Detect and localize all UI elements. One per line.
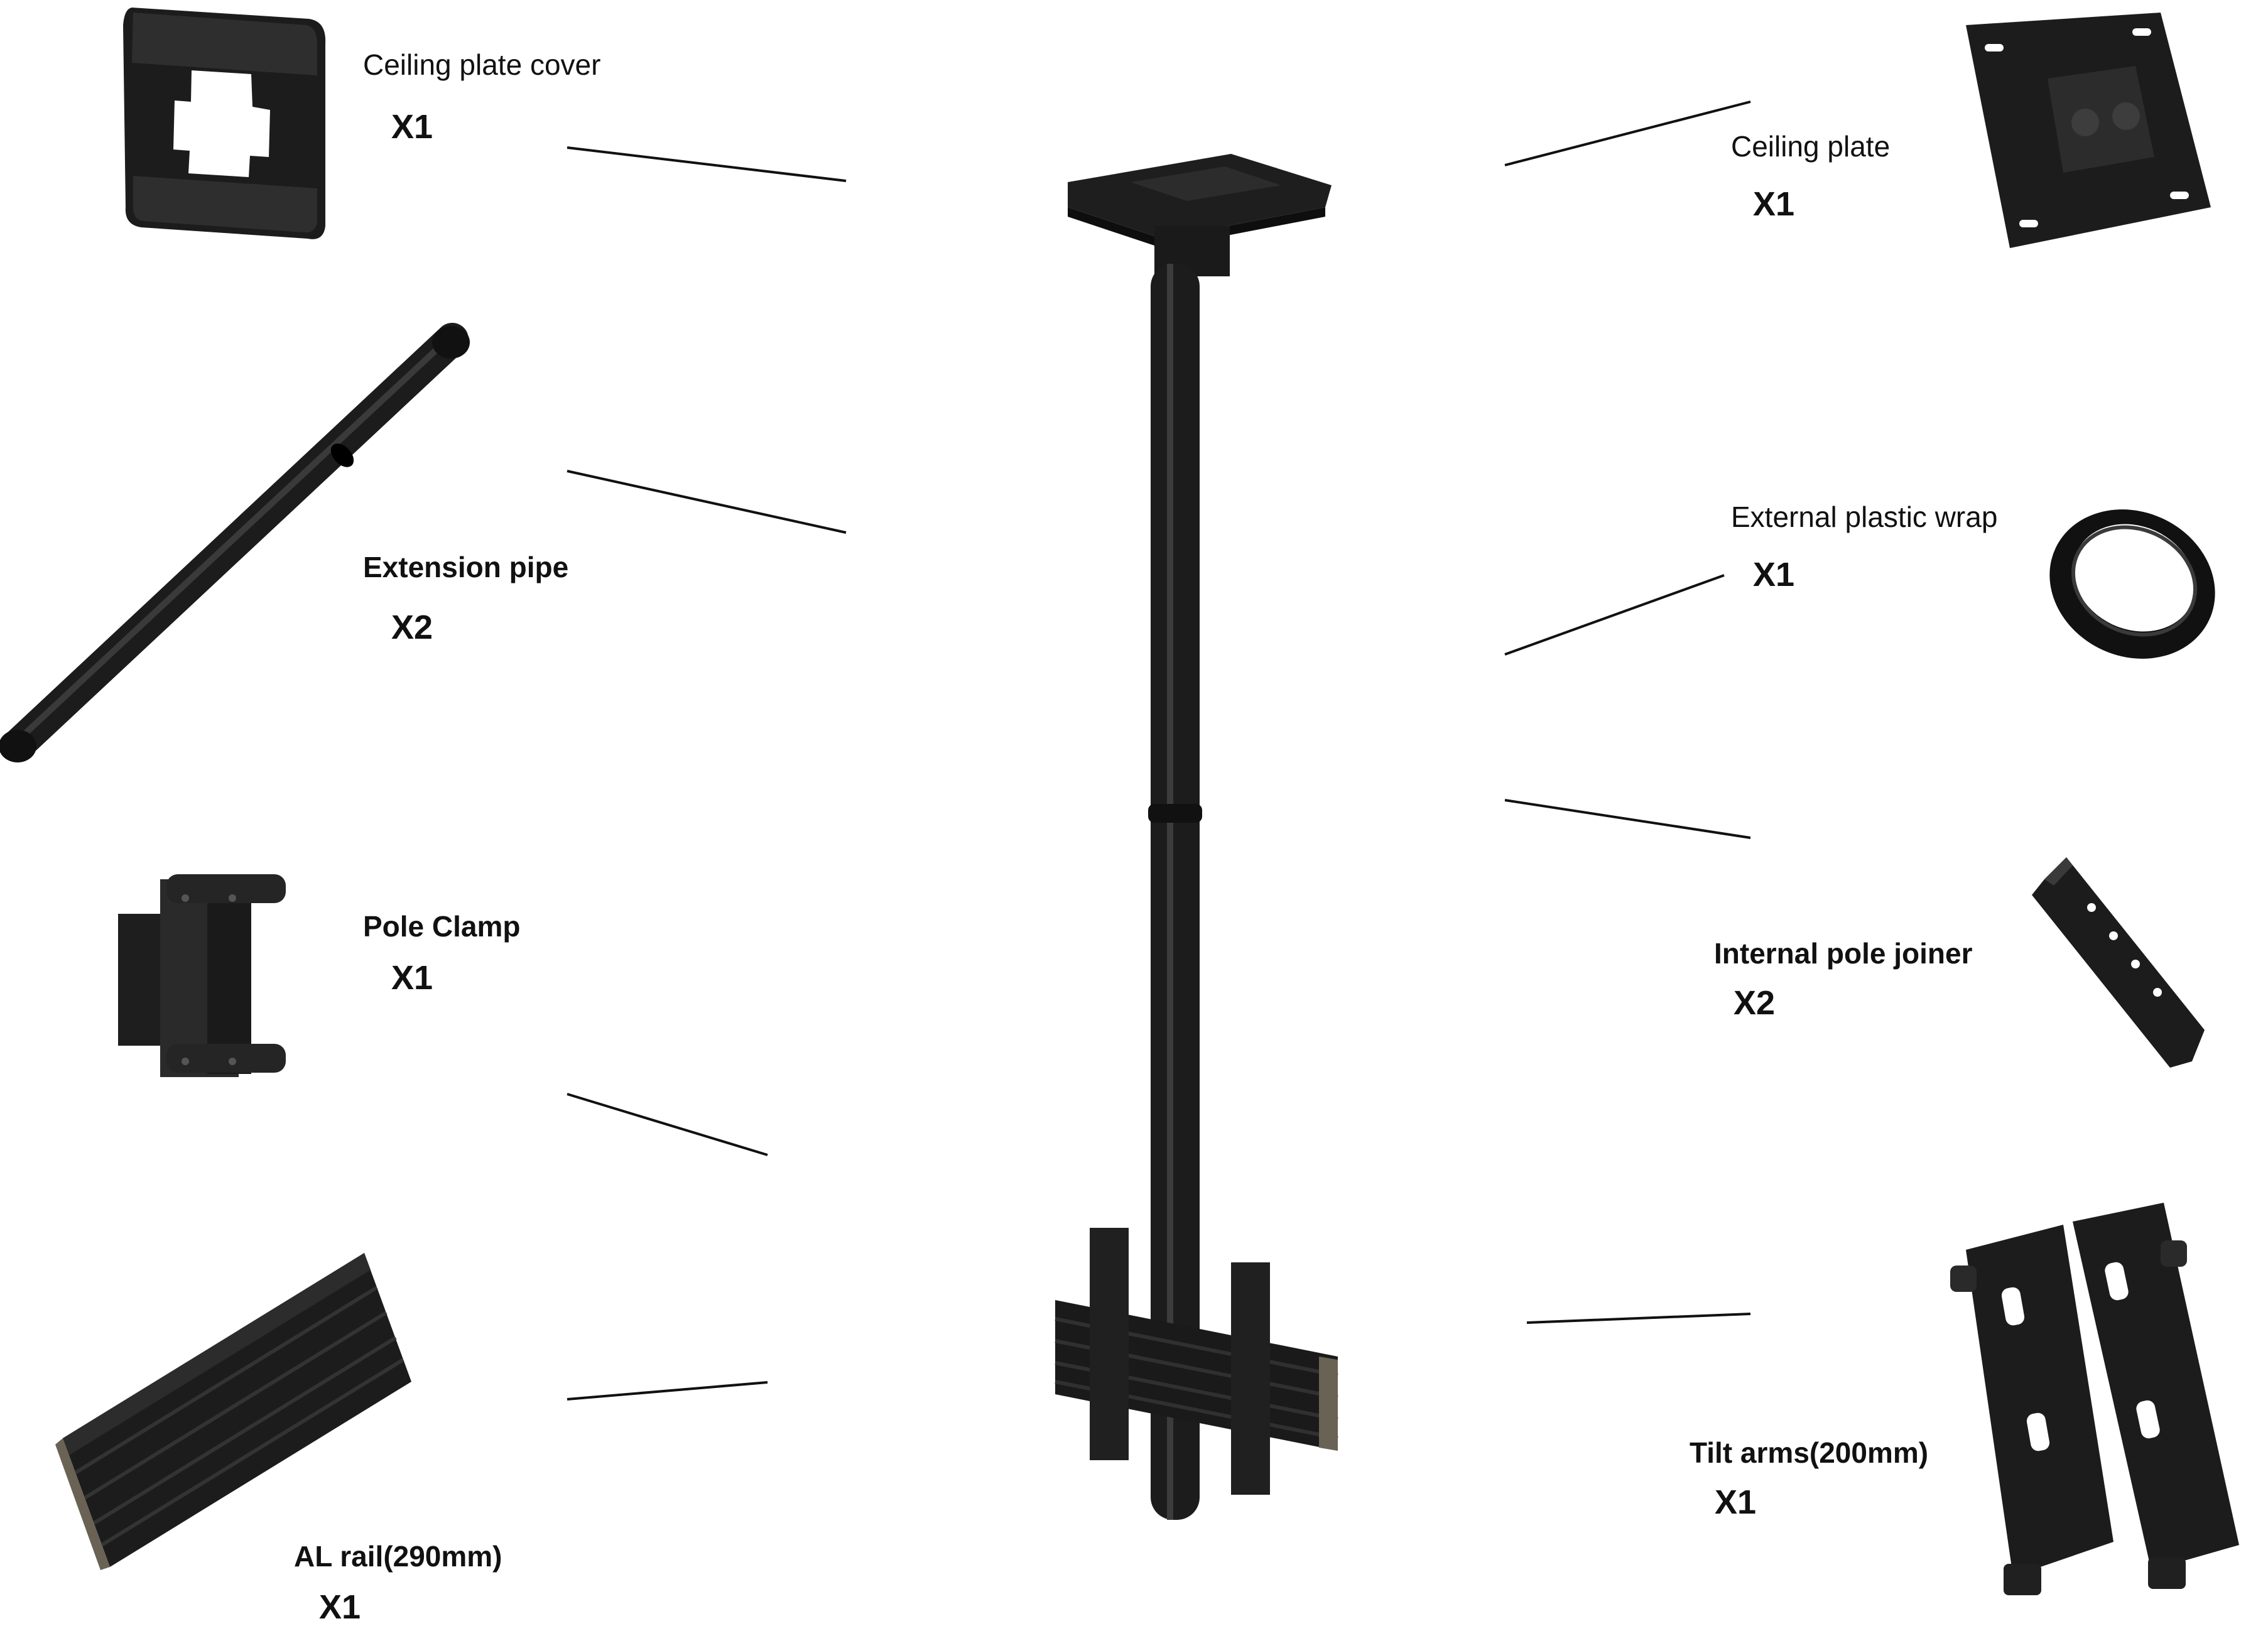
- ceiling-plate-cover-image: [123, 8, 326, 239]
- assembled-mount-image: [1055, 154, 1338, 1520]
- al-rail-image: [55, 1253, 411, 1570]
- part-name-ceiling-plate: Ceiling plate: [1731, 130, 1891, 163]
- part-qty-al-rail: X1: [319, 1588, 361, 1626]
- part-qty-extension-pipe: X2: [391, 609, 433, 646]
- extension-pipe-image: [0, 323, 470, 762]
- part-name-internal-pole-joiner: Internal pole joiner: [1714, 937, 1973, 970]
- part-qty-external-plastic-wrap: X1: [1753, 556, 1795, 593]
- leader-line-internal-pole-joiner: [1504, 799, 1751, 839]
- part-name-extension-pipe: Extension pipe: [363, 551, 569, 583]
- part-qty-tilt-arms: X1: [1715, 1483, 1757, 1521]
- part-name-al-rail: AL rail(290mm): [294, 1540, 502, 1573]
- part-name-external-plastic-wrap: External plastic wrap: [1731, 501, 1998, 533]
- leader-line-tilt-arms: [1526, 1313, 1751, 1324]
- part-qty-ceiling-plate-cover: X1: [391, 108, 433, 146]
- leader-line-ceiling-plate-cover: [567, 146, 847, 182]
- leader-lines: [567, 100, 1751, 1401]
- leader-line-external-plastic-wrap: [1504, 574, 1725, 656]
- leader-line-extension-pipe: [567, 470, 847, 534]
- leader-line-al-rail: [567, 1381, 768, 1401]
- internal-pole-joiner-image: [2032, 857, 2205, 1068]
- ceiling-plate-image: [1966, 13, 2211, 248]
- pole-clamp-image: [118, 874, 286, 1077]
- part-name-ceiling-plate-cover: Ceiling plate cover: [363, 48, 601, 81]
- part-name-tilt-arms: Tilt arms(200mm): [1690, 1436, 1929, 1469]
- part-qty-pole-clamp: X1: [391, 959, 433, 997]
- leader-line-ceiling-plate: [1504, 100, 1751, 166]
- part-qty-internal-pole-joiner: X2: [1734, 984, 1776, 1022]
- external-plastic-wrap-image: [2049, 509, 2215, 659]
- tilt-arms-image: [1950, 1203, 2239, 1595]
- part-name-pole-clamp: Pole Clamp: [363, 910, 521, 943]
- part-qty-ceiling-plate: X1: [1753, 185, 1795, 223]
- leader-line-pole-clamp: [567, 1093, 768, 1156]
